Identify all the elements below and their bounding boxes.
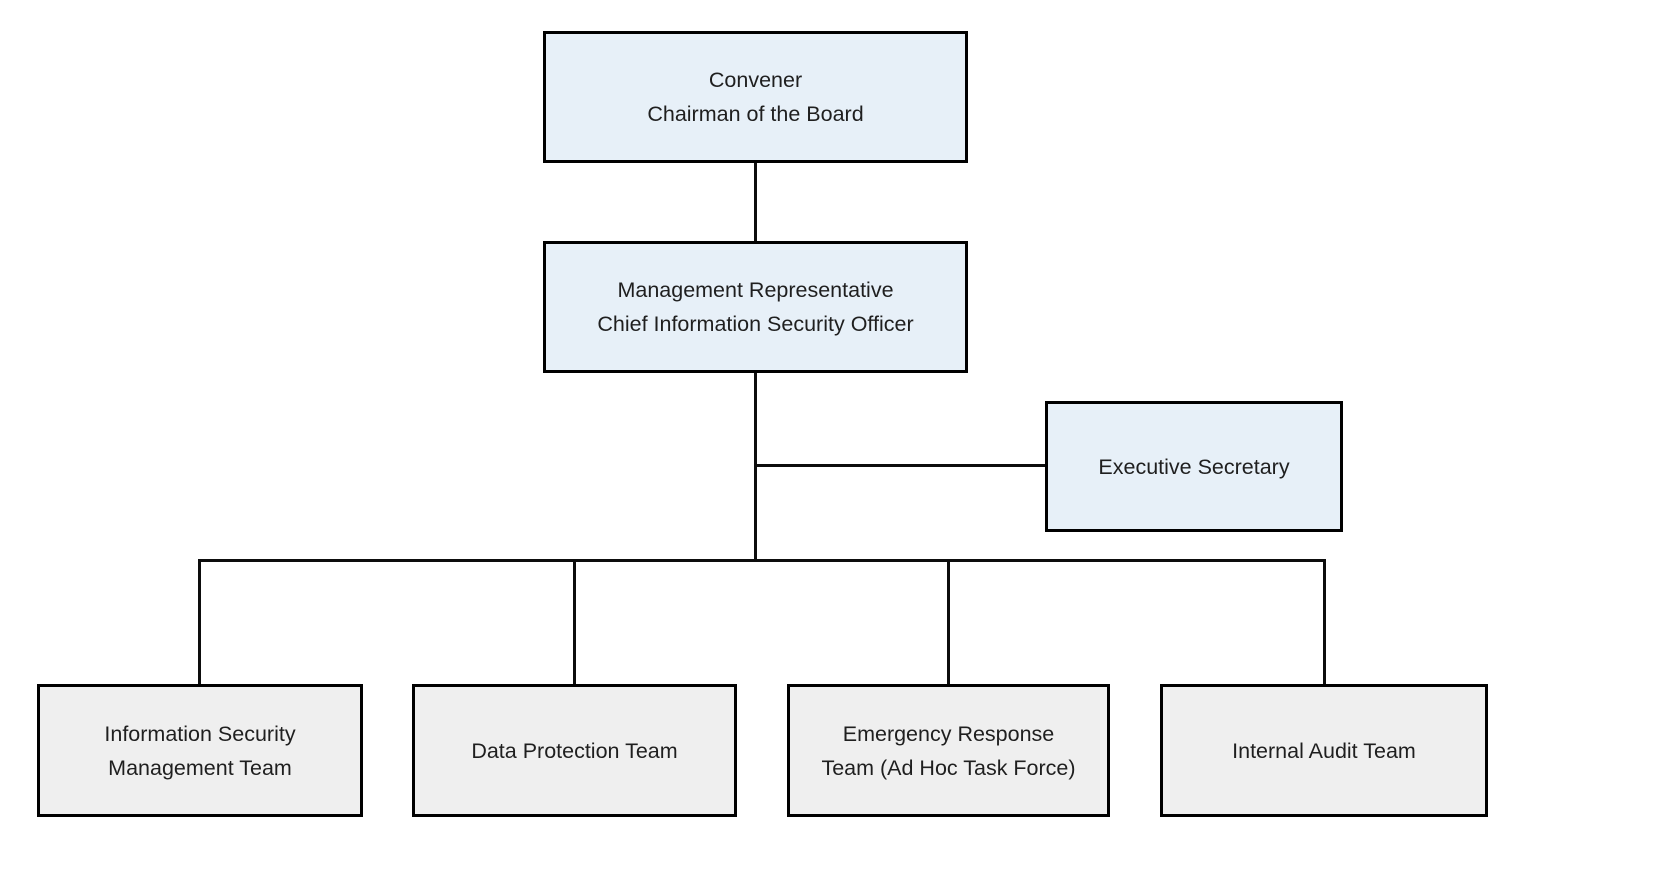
node-executive-secretary: Executive Secretary [1045, 401, 1343, 532]
node-information-security-management-team: Information Security Management Team [37, 684, 363, 817]
node-convener-line2: Chairman of the Board [647, 102, 864, 126]
node-emergency-response-team-line2: Team (Ad Hoc Task Force) [821, 755, 1076, 780]
connector-drop-information-security-management-team [198, 559, 201, 685]
node-convener: Convener Chairman of the Board [543, 31, 968, 163]
node-management-representative-line2: Chief Information Security Officer [597, 312, 914, 336]
node-data-protection-team-line1: Data Protection Team [471, 738, 678, 763]
node-executive-secretary-line1: Executive Secretary [1098, 454, 1290, 479]
connector-drop-emergency-response-team [947, 559, 950, 685]
node-management-representative-line1: Management Representative [617, 278, 894, 302]
connector-drop-data-protection-team [573, 559, 576, 685]
node-management-representative: Management Representative Chief Informat… [543, 241, 968, 373]
node-information-security-management-team-line1: Information Security [104, 721, 296, 746]
connector-convener-to-management [754, 163, 757, 243]
connector-teams-distribution-line [198, 559, 1326, 562]
connector-management-stem [754, 372, 757, 562]
connector-drop-internal-audit-team [1323, 559, 1326, 685]
node-internal-audit-team-line1: Internal Audit Team [1232, 738, 1416, 763]
node-information-security-management-team-line2: Management Team [108, 755, 292, 780]
node-internal-audit-team: Internal Audit Team [1160, 684, 1488, 817]
node-emergency-response-team-line1: Emergency Response [842, 721, 1055, 746]
connector-executive-secretary-branch [756, 464, 1047, 467]
node-emergency-response-team: Emergency Response Team (Ad Hoc Task For… [787, 684, 1110, 817]
node-convener-line1: Convener [708, 68, 803, 92]
node-data-protection-team: Data Protection Team [412, 684, 737, 817]
